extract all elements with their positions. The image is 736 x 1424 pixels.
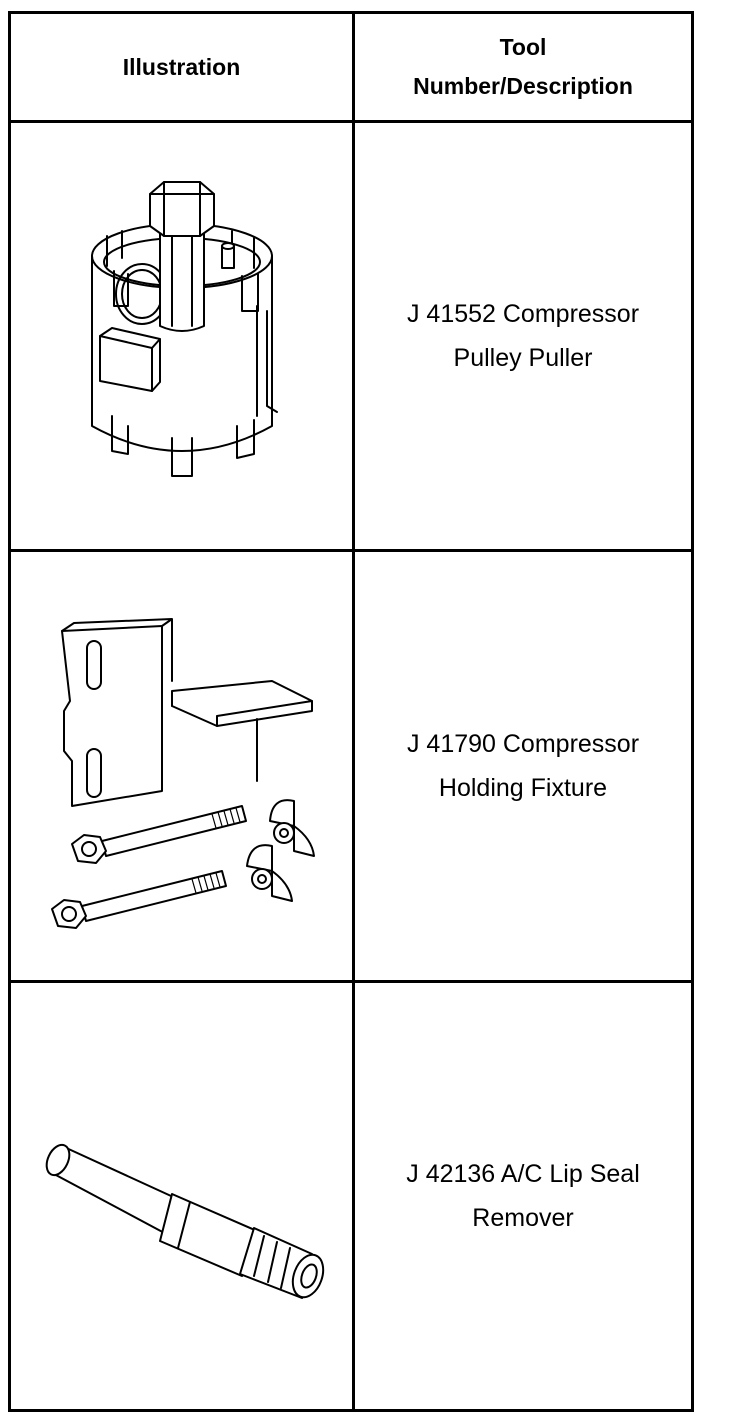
tools-table: Illustration Tool Number/Description — [8, 11, 694, 1412]
tool-number-line: J 41790 Compressor — [406, 730, 640, 758]
tool-description-line: Remover — [472, 1204, 574, 1232]
tool-description-line: Holding Fixture — [438, 774, 608, 802]
table-row-description: J 41790 Compressor Holding Fixture — [355, 552, 691, 980]
table-row-illustration — [11, 983, 352, 1409]
table-row-illustration — [11, 552, 352, 980]
column-divider — [352, 14, 355, 1409]
table-row-description: J 42136 A/C Lip Seal Remover — [355, 983, 691, 1409]
tool-number-line: J 42136 A/C Lip Seal — [406, 1160, 640, 1188]
header-divider — [11, 120, 691, 123]
description-header: Tool Number/Description — [355, 14, 691, 120]
row-divider — [11, 549, 691, 552]
table-row-illustration — [11, 123, 352, 549]
row-divider — [11, 980, 691, 983]
tool-description-line: Pulley Puller — [453, 344, 593, 372]
illustration-header-label: Illustration — [122, 53, 241, 80]
table-row-description: J 41552 Compressor Pulley Puller — [355, 123, 691, 549]
lip-seal-remover-icon — [45, 1143, 324, 1299]
description-header-line2: Number/Description — [413, 73, 633, 99]
pulley-puller-icon — [90, 181, 278, 477]
description-header-line1: Tool — [499, 34, 547, 60]
holding-fixture-icon — [50, 618, 315, 929]
illustration-header: Illustration — [11, 14, 352, 120]
tool-number-line: J 41552 Compressor — [406, 300, 640, 328]
